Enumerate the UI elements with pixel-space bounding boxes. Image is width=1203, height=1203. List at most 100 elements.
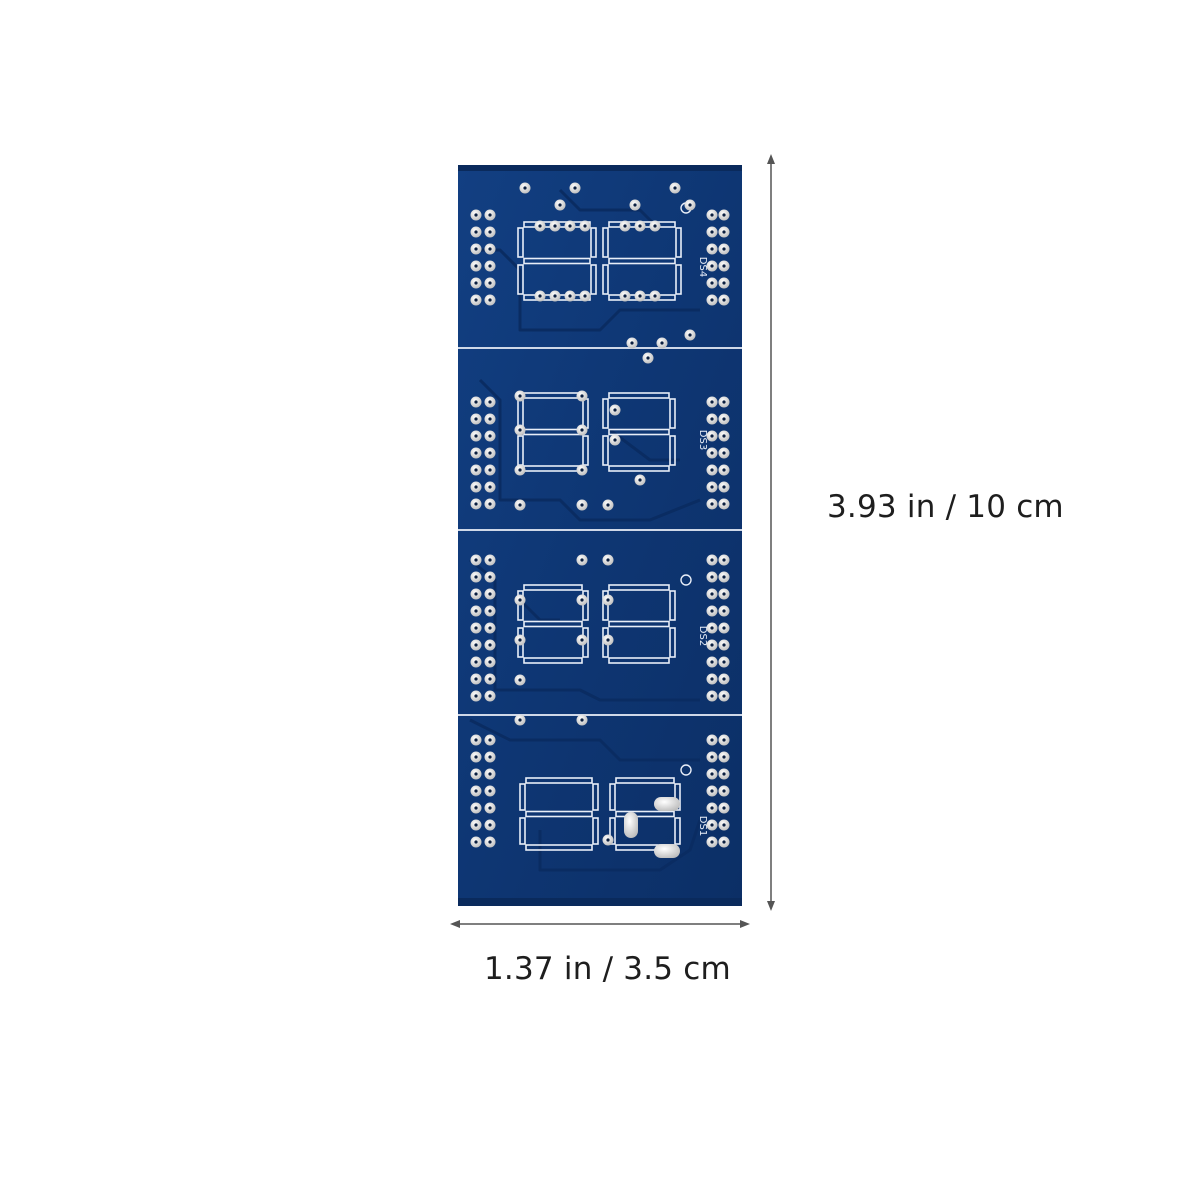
pad-hole [722, 643, 726, 647]
pad-hole [722, 694, 726, 698]
pad-hole [580, 468, 584, 472]
pad-hole [474, 298, 478, 302]
pcb-trace [558, 188, 662, 232]
pad-hole [722, 485, 726, 489]
pad-hole [488, 592, 492, 596]
pad-hole [488, 738, 492, 742]
silkscreen-segment [525, 810, 593, 818]
silkscreen-segment [602, 435, 609, 466]
pcb-trace [518, 598, 560, 622]
silkscreen-segment [602, 227, 609, 258]
silkscreen-segment [592, 817, 599, 845]
pad-hole [580, 638, 584, 642]
pad-hole [538, 294, 542, 298]
pad-hole [573, 186, 577, 190]
pad-hole [474, 558, 478, 562]
pad-hole [613, 408, 617, 412]
pad-hole [488, 558, 492, 562]
pad-hole [710, 451, 714, 455]
pad-hole [710, 213, 714, 217]
pad-hole [488, 677, 492, 681]
pad-hole [613, 438, 617, 442]
pad-hole [722, 451, 726, 455]
silkscreen-segment [675, 227, 682, 258]
pad-hole [710, 230, 714, 234]
oval-pad [654, 797, 680, 811]
silkscreen-segment [608, 584, 670, 591]
pad-hole [474, 230, 478, 234]
pad-hole [710, 823, 714, 827]
pad-hole [488, 772, 492, 776]
pad-hole [580, 598, 584, 602]
pad-hole [488, 694, 492, 698]
pad-hole [488, 643, 492, 647]
pad-hole [474, 609, 478, 613]
pad-hole [606, 838, 610, 842]
pad-hole [722, 575, 726, 579]
pad-hole [606, 558, 610, 562]
pad-hole [488, 264, 492, 268]
pad-hole [722, 738, 726, 742]
pad-hole [710, 626, 714, 630]
pad-hole [474, 213, 478, 217]
width-dimension-arrow [450, 920, 750, 928]
pcb-trace [469, 718, 700, 762]
pad-hole [474, 840, 478, 844]
pad-hole [722, 592, 726, 596]
pad-hole [580, 394, 584, 398]
pad-hole [710, 400, 714, 404]
pad-hole [722, 400, 726, 404]
pad-hole [474, 772, 478, 776]
pad-hole [488, 417, 492, 421]
pad-hole [710, 417, 714, 421]
designator-label: DS4 [697, 257, 708, 277]
silkscreen-segment [519, 783, 526, 811]
silkscreen-segment [517, 590, 524, 621]
pad-hole [722, 468, 726, 472]
pad-hole [488, 660, 492, 664]
pad-hole [653, 294, 657, 298]
pad-hole [488, 575, 492, 579]
pad-hole [722, 247, 726, 251]
pad-hole [722, 772, 726, 776]
pad-hole [474, 264, 478, 268]
silkscreen-segment [592, 783, 599, 811]
silkscreen-segment [590, 227, 597, 258]
pad-hole [474, 677, 478, 681]
pad-hole [722, 626, 726, 630]
pad-hole [673, 186, 677, 190]
height-dimension-label: 3.93 in / 10 cm [827, 489, 1064, 525]
pad-hole [710, 468, 714, 472]
pad-hole [474, 643, 478, 647]
pad-hole [623, 224, 627, 228]
silkscreen-segment [674, 817, 681, 845]
pad-hole [580, 558, 584, 562]
silkscreen-segment [517, 264, 524, 295]
pad-hole [518, 428, 522, 432]
pad-hole [474, 694, 478, 698]
pad-hole [646, 356, 650, 360]
pad-hole [474, 468, 478, 472]
silkscreen-segment [608, 620, 670, 628]
silkscreen-segment [609, 783, 616, 811]
pad-hole [558, 203, 562, 207]
pad-hole [580, 503, 584, 507]
silkscreen-segment [675, 264, 682, 295]
silkscreen-segment [608, 392, 670, 399]
pad-hole [488, 468, 492, 472]
pad-hole [722, 840, 726, 844]
pad-hole [722, 823, 726, 827]
silkscreen-segment [590, 264, 597, 295]
pad-hole [474, 789, 478, 793]
silkscreen-segment [525, 777, 593, 784]
silkscreen-segment [582, 590, 589, 621]
pad-hole [474, 823, 478, 827]
pad-hole [580, 428, 584, 432]
pad-hole [488, 434, 492, 438]
pcb-outline [458, 165, 742, 906]
pad-hole [474, 575, 478, 579]
pad-hole [710, 806, 714, 810]
silkscreen-segment [669, 627, 676, 658]
